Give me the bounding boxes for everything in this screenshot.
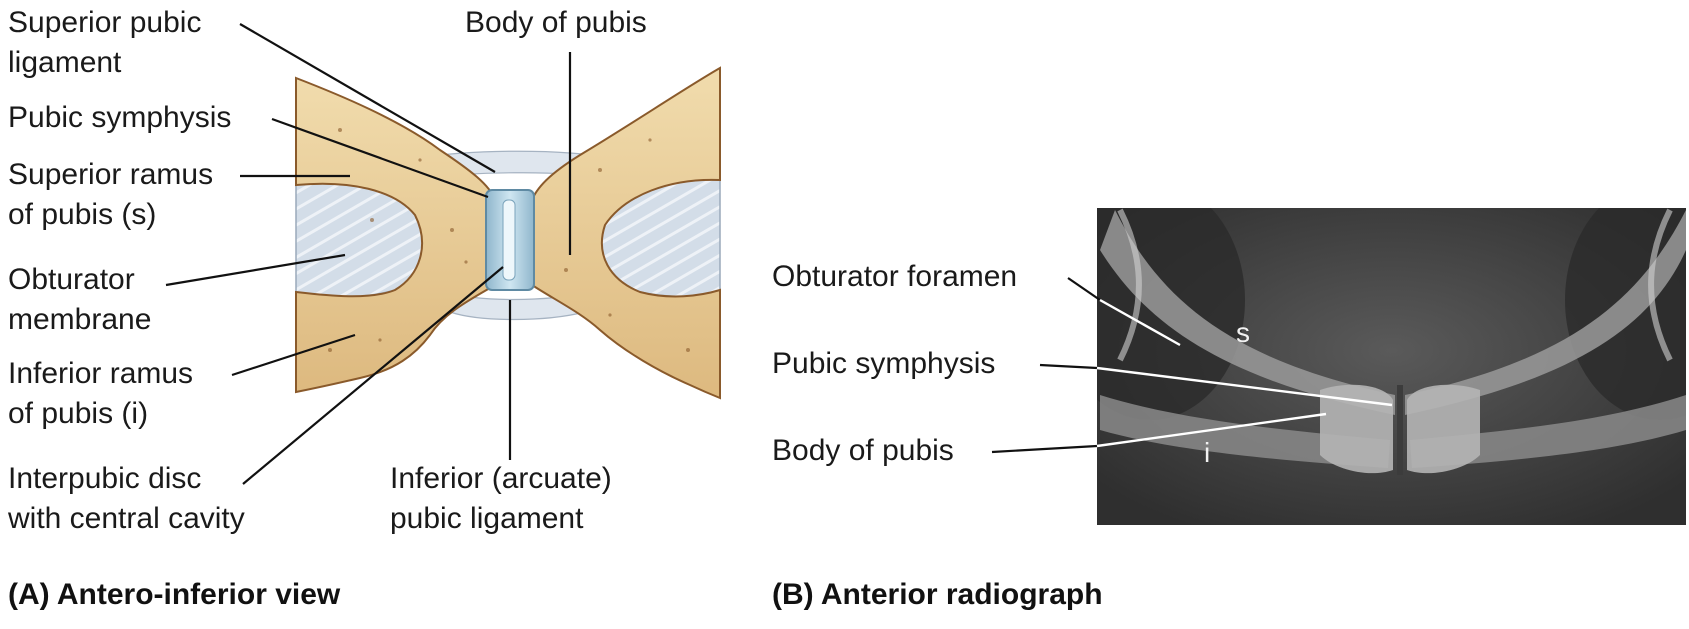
xray-label-s: s xyxy=(1236,317,1250,348)
label-superior-pubic-ligament: Superior pubic ligament xyxy=(8,6,210,79)
label-obturator-membrane: Obturator membrane xyxy=(8,263,151,336)
label-pubic-symphysis: Pubic symphysis xyxy=(8,101,231,134)
leader-lines-a xyxy=(165,23,572,485)
label-body-of-pubis-xray: Body of pubis xyxy=(772,434,954,467)
label-interpubic-disc: Interpubic disc with central cavity xyxy=(7,462,245,535)
label-superior-ramus: Superior ramus of pubis (s) xyxy=(8,158,221,231)
bone-texture xyxy=(328,128,690,352)
caption-a: (A) Antero-inferior view xyxy=(8,578,341,611)
right-pubic-bone xyxy=(531,66,721,400)
radiograph xyxy=(1097,208,1686,525)
label-inferior-ligament: Inferior (arcuate) pubic ligament xyxy=(390,462,620,535)
pubis-illustration xyxy=(295,66,721,400)
label-obturator-foramen: Obturator foramen xyxy=(772,260,1017,293)
left-pubic-bone xyxy=(295,76,496,394)
label-body-of-pubis: Body of pubis xyxy=(465,6,647,39)
caption-b: (B) Anterior radiograph xyxy=(772,578,1103,611)
label-inferior-ramus: Inferior ramus of pubis (i) xyxy=(8,357,201,430)
xray-label-i: i xyxy=(1204,437,1210,468)
label-pubic-symphysis-xray: Pubic symphysis xyxy=(772,347,995,380)
central-cavity xyxy=(502,199,516,281)
leader-lines-b xyxy=(991,277,1393,454)
